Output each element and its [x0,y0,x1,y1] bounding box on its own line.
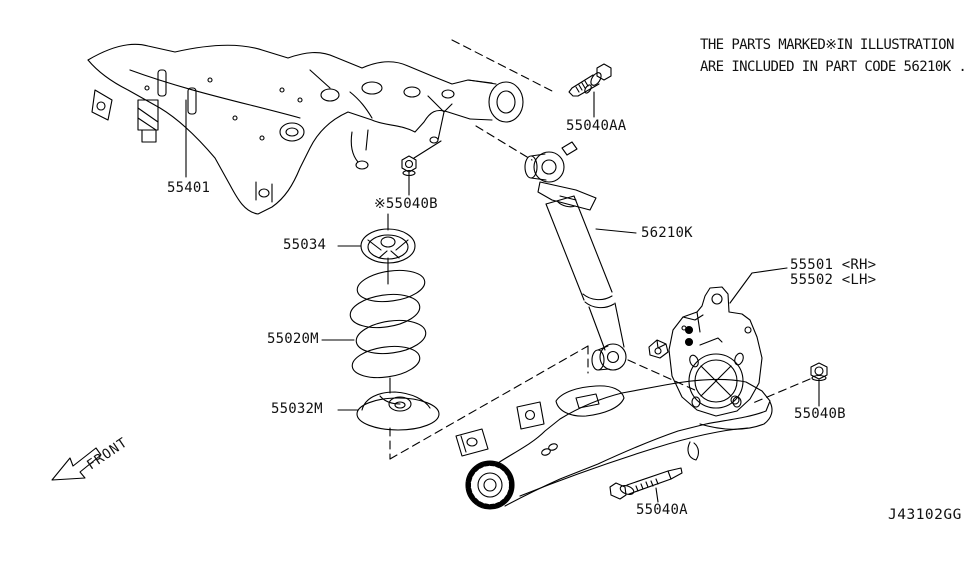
part-label-55040a[interactable]: 55040A [636,502,688,518]
nut-55040b-right-drawing [810,362,828,382]
part-label-55040b-marked[interactable]: ※55040B [374,196,438,212]
leader-lines [185,91,820,503]
part-label-55032m[interactable]: 55032M [271,401,323,417]
note-line-2: ARE INCLUDED IN PART CODE 56210K . [700,59,967,75]
front-arrow-icon [51,447,102,481]
alignment-dashed-lines [389,39,811,460]
coil-spring-drawing [349,257,427,394]
axle-housing-drawing [648,286,763,417]
bolt-55040aa-drawing [568,63,612,97]
part-label-56210k[interactable]: 56210K [641,225,693,241]
part-label-55034[interactable]: 55034 [283,237,327,253]
spring-seat-lower-drawing [356,391,440,431]
part-label-55501-rh[interactable]: 55501 <RH> [790,257,877,273]
part-label-55401[interactable]: 55401 [167,180,211,196]
note-line-1: THE PARTS MARKED※IN ILLUSTRATION [700,37,954,53]
part-label-55040aa[interactable]: 55040AA [566,118,627,134]
spring-seat-upper-drawing [360,213,416,264]
part-label-55502-lh[interactable]: 55502 <LH> [790,272,877,288]
diagram-code: J43102GG [888,507,962,523]
bolt-55040a-drawing [609,467,683,500]
suspension-member-drawing [87,43,524,215]
illustration-note: THE PARTS MARKED※IN ILLUSTRATION ARE INC… [700,34,967,78]
lower-arm-drawing [455,378,773,510]
shock-absorber-drawing [524,141,627,371]
part-label-55040b-right[interactable]: 55040B [794,406,846,422]
part-label-55020m[interactable]: 55020M [267,331,319,347]
